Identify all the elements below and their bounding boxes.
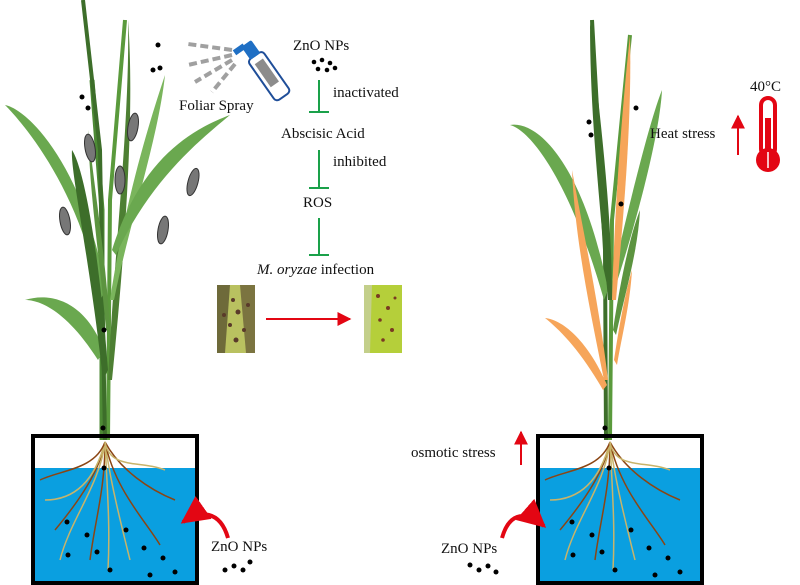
abscisic-acid-label: Abscisic Acid bbox=[281, 126, 365, 142]
np-dots-left-soil bbox=[64, 465, 178, 578]
pathogen-name: M. oryzae bbox=[257, 262, 317, 278]
zno-nps-left-soil-label: ZnO NPs bbox=[211, 539, 268, 555]
inhibition-arrows bbox=[309, 80, 329, 256]
np-dots-left-shoot bbox=[79, 42, 163, 431]
fungal-spores bbox=[59, 112, 200, 245]
inhibited-label: inhibited bbox=[333, 154, 387, 170]
zno-nps-top-label: ZnO NPs bbox=[293, 38, 350, 54]
uptake-arrow-right bbox=[500, 498, 547, 539]
np-dots-right-shoot bbox=[586, 105, 639, 431]
left-roots bbox=[39, 441, 176, 571]
zno-nps-right-soil-label: ZnO NPs bbox=[441, 541, 498, 557]
np-dots-right-label bbox=[467, 562, 499, 575]
thermometer-icon bbox=[756, 96, 780, 172]
infection-label: M. oryzae infection bbox=[257, 263, 374, 278]
right-roots bbox=[544, 441, 681, 571]
foliar-spray-label: Foliar Spray bbox=[179, 98, 254, 114]
left-rice-plant bbox=[5, 0, 230, 441]
right-rice-plant bbox=[510, 19, 662, 441]
ros-label: ROS bbox=[303, 195, 333, 211]
inactivated-label: inactivated bbox=[333, 85, 399, 101]
np-dots-right-soil bbox=[569, 465, 683, 578]
uptake-arrow-left bbox=[180, 496, 230, 539]
right-pot bbox=[536, 434, 704, 585]
infected-leaf-image bbox=[217, 285, 255, 353]
np-dots-top bbox=[311, 57, 338, 73]
temperature-label: 40°C bbox=[750, 79, 782, 95]
heat-stress-label: Heat stress bbox=[650, 126, 716, 142]
infection-word: infection bbox=[317, 262, 375, 278]
osmotic-stress-label: osmotic stress bbox=[411, 445, 496, 461]
np-dots-left-label bbox=[222, 559, 253, 573]
treated-leaf-image bbox=[364, 285, 402, 353]
spray-bottle-icon bbox=[187, 40, 291, 102]
